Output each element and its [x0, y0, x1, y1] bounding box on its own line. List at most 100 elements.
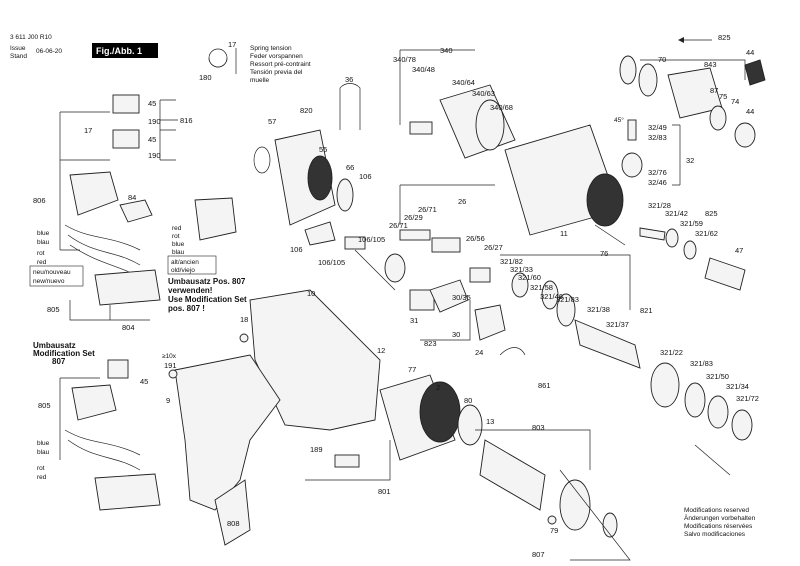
part-label: 32	[686, 156, 694, 165]
part-label: 32/83	[648, 133, 667, 142]
wire-bundle	[59, 111, 110, 251]
wire-color-label: blau	[37, 239, 50, 246]
part-label: 321/38	[587, 305, 610, 314]
part-label: 825	[718, 33, 731, 42]
bracket-801	[305, 440, 391, 481]
spring-tension-note: 17 180 Spring tension Feder vorspannen R…	[199, 40, 311, 84]
switch-module	[94, 473, 161, 511]
part-label: 17	[84, 126, 92, 135]
ring	[665, 228, 679, 248]
part-label: 44	[746, 48, 754, 57]
part-label: 77	[408, 365, 416, 374]
sleeve-47	[704, 257, 746, 291]
part-label: 340/63	[472, 89, 495, 98]
bracket-32	[672, 124, 681, 186]
part-label: 12	[377, 346, 385, 355]
part-label: 57	[268, 117, 276, 126]
ring	[707, 395, 729, 429]
part-label: 321/22	[660, 348, 683, 357]
wire-color-label: blau	[172, 249, 185, 256]
part-label: 55	[319, 145, 327, 154]
part-label: 321/59	[680, 219, 703, 228]
part-label: 75	[719, 92, 727, 101]
switch-body	[71, 384, 117, 421]
rod	[694, 444, 731, 476]
spring-note-line: muelle	[250, 77, 270, 84]
footer-line: Salvo modificaciones	[684, 531, 746, 538]
wire-bundle	[59, 377, 100, 460]
clutch-assembly: 321/22 321/83 321/50 321/34 321/72	[650, 348, 759, 476]
ring	[619, 55, 637, 85]
spring-number: 17	[228, 40, 236, 49]
part-label: 803	[532, 423, 545, 432]
part-label: 808	[227, 519, 240, 528]
piston-pin	[431, 237, 461, 253]
part-label: 321/46	[540, 292, 563, 301]
footer-line: Modifications réservées	[684, 523, 753, 530]
issue-label: Issue	[10, 45, 26, 52]
switch-module	[94, 269, 161, 306]
part-label: 340	[440, 46, 453, 55]
footer-line: Modifications reserved	[684, 507, 749, 514]
modification-note: Umbausatz Pos. 807	[168, 277, 246, 286]
part-24	[474, 304, 506, 341]
part-label: 9	[166, 396, 170, 405]
bracket-340	[399, 49, 475, 125]
modification-set-label: 807	[52, 357, 66, 366]
bracket-816	[159, 99, 176, 161]
part-label: 861	[538, 381, 551, 390]
screw-76	[594, 224, 626, 246]
wires	[64, 429, 141, 471]
modification-set-label: Modification Set	[33, 349, 95, 358]
part-label: 805	[47, 305, 60, 314]
bearing	[602, 512, 618, 538]
part-label: 820	[300, 106, 313, 115]
part-label: 321/50	[706, 372, 729, 381]
part-label: 321/58	[530, 283, 553, 292]
doc-number: 3 611 J00 R10	[10, 34, 52, 41]
stand-label: Stand	[10, 53, 27, 60]
bearing	[384, 253, 406, 283]
part-label: 321/72	[736, 394, 759, 403]
ring	[638, 63, 658, 97]
figure-badge	[92, 43, 158, 58]
bracket-821	[500, 254, 631, 310]
ring	[336, 178, 354, 212]
part-label: 321/37	[606, 320, 629, 329]
part-label: 70	[658, 55, 666, 64]
ring-106-105	[344, 236, 366, 250]
part-label: 24	[475, 348, 483, 357]
issue-date: 06-06-20	[36, 48, 62, 55]
striker-tube	[574, 319, 641, 369]
new-version-label: neu/nouveau	[33, 269, 71, 276]
part-label: 10	[307, 289, 315, 298]
part-label: 47	[735, 246, 743, 255]
part-label: 87	[710, 86, 718, 95]
part-label: 26/29	[404, 213, 423, 222]
part-label: 825	[705, 209, 718, 218]
part-label: 30	[452, 330, 460, 339]
part-label: 84	[128, 193, 136, 202]
pin-321-28	[639, 227, 666, 241]
part-label: 321/33	[510, 265, 533, 274]
cap-44	[734, 122, 756, 148]
main-housing: 10 18 12 ≥10x 191 9 189 801 808	[162, 289, 391, 546]
footer-note: Modifications reserved Änderungen vorbeh…	[684, 507, 756, 538]
modification-note: Use Modification Set	[168, 295, 247, 304]
carbon-brush-holder	[112, 129, 140, 149]
hammer-tube-assembly: 340 340/78 340/48 340/64 340/63 340/68 1…	[393, 46, 626, 258]
part-label: 190	[148, 117, 161, 126]
part-label: 340/68	[490, 103, 513, 112]
part-label: 26/71	[389, 221, 408, 230]
part-label: 26/71	[418, 205, 437, 214]
part-label: 321/60	[518, 273, 541, 282]
old-version-box	[167, 255, 217, 275]
part-label: 26	[458, 197, 466, 206]
gear	[650, 362, 680, 408]
wire-color-label: rot	[37, 465, 45, 472]
ring-80	[457, 404, 483, 446]
part-label: 45	[140, 377, 148, 386]
motor-assembly: 77 2 80 13 803 79 807	[379, 365, 631, 561]
wire-color-label: red	[37, 474, 47, 481]
part-label: 340/64	[452, 78, 475, 87]
